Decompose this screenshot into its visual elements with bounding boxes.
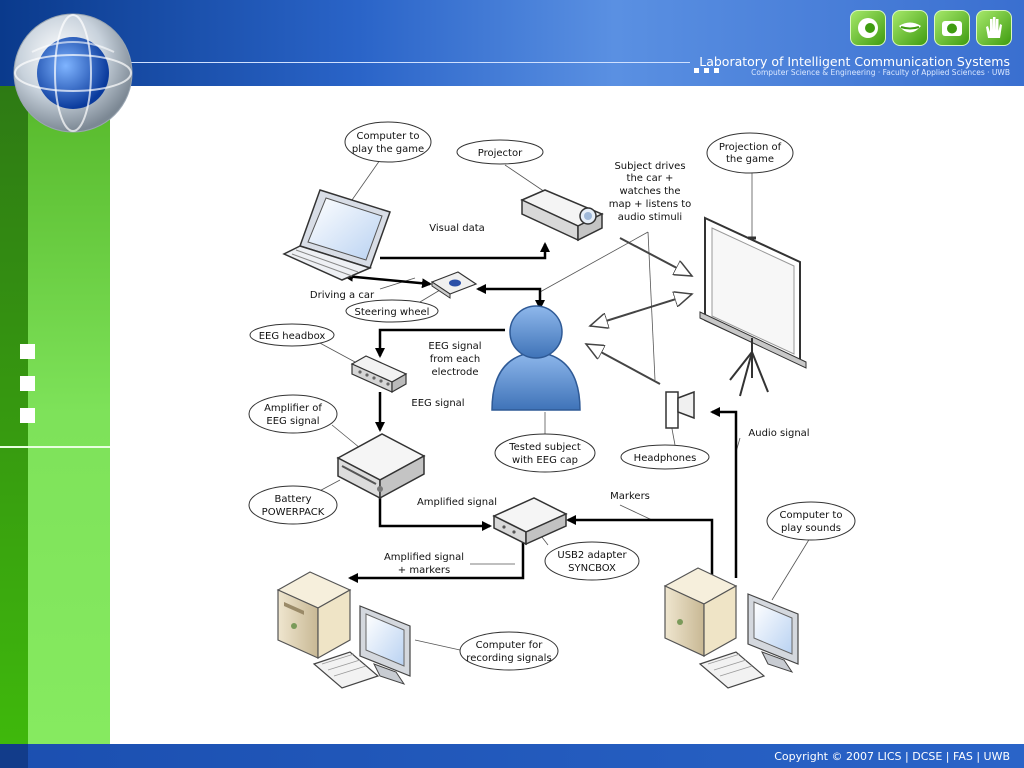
- label-computer-sounds-1: Computer to: [780, 510, 843, 521]
- label-amplifier-2: EEG signal: [266, 416, 319, 427]
- label-computer-recording-1: Computer for: [476, 640, 544, 651]
- hand-icon[interactable]: [976, 10, 1012, 46]
- label-audio-signal: Audio signal: [748, 428, 809, 439]
- sidebar-divider: [0, 446, 110, 448]
- eeg-headbox-icon: [350, 355, 408, 394]
- copyright-text: Copyright © 2007 LICS | DCSE | FAS | UWB: [774, 750, 1010, 763]
- label-subject-drives-4: map + listens to: [609, 199, 692, 210]
- label-projection-1: Projection of: [719, 142, 782, 153]
- label-markers: Markers: [610, 491, 650, 502]
- lab-title: Laboratory of Intelligent Communication …: [699, 54, 1010, 69]
- label-steering-wheel: Steering wheel: [355, 307, 430, 318]
- steering-wheel-icon: [430, 271, 478, 299]
- label-headphones: Headphones: [634, 453, 697, 464]
- label-amplifier-1: Amplifier of: [264, 403, 322, 414]
- label-amplified-signal: Amplified signal: [417, 497, 497, 508]
- sidebar: [0, 86, 110, 744]
- label-battery-1: Battery: [274, 494, 311, 505]
- label-amplified-markers-2: + markers: [398, 565, 450, 576]
- amplifier-icon: [336, 433, 426, 500]
- label-computer-sounds-2: play sounds: [781, 523, 841, 534]
- label-computer-recording-2: recording signals: [466, 653, 551, 664]
- label-battery-2: POWERPACK: [262, 507, 325, 518]
- label-subject-drives-3: watches the: [619, 186, 680, 197]
- label-bubbles: [248, 121, 856, 671]
- camera-icon[interactable]: [934, 10, 970, 46]
- person-icon: [491, 305, 581, 411]
- label-usb-adapter-1: USB2 adapter: [557, 550, 627, 561]
- globe-logo: [12, 12, 134, 134]
- label-eeg-headbox: EEG headbox: [259, 331, 326, 342]
- signal-arrows: [343, 242, 738, 583]
- label-computer-game-1: Computer to: [357, 131, 420, 142]
- projector-icon: [520, 189, 604, 242]
- label-subject-drives-5: audio stimuli: [618, 212, 682, 223]
- label-tested-subject-1: Tested subject: [508, 442, 581, 453]
- label-eeg-electrode-3: electrode: [431, 367, 478, 378]
- label-eeg-electrode-2: from each: [430, 354, 481, 365]
- perception-arrows: [586, 237, 692, 385]
- label-tested-subject-2: with EEG cap: [512, 455, 578, 466]
- label-eeg-electrode-1: EEG signal: [428, 341, 481, 352]
- header-divider: [130, 62, 690, 63]
- label-computer-game-2: play the game: [352, 144, 424, 155]
- label-visual-data: Visual data: [429, 223, 485, 234]
- header-icons: [850, 10, 1014, 50]
- mouth-icon[interactable]: [892, 10, 928, 46]
- eye-icon[interactable]: [850, 10, 886, 46]
- lab-subtitle: Computer Science & Engineering · Faculty…: [751, 68, 1010, 77]
- recording-computer-icon: [276, 571, 411, 689]
- label-projector: Projector: [478, 148, 523, 159]
- label-driving-car: Driving a car: [310, 290, 375, 301]
- label-eeg-signal: EEG signal: [411, 398, 464, 409]
- syncbox-icon: [492, 497, 568, 546]
- label-subject-drives-1: Subject drives: [614, 161, 685, 172]
- label-amplified-markers-1: Amplified signal: [384, 552, 464, 563]
- label-usb-adapter-2: SYNCBOX: [568, 563, 616, 574]
- laptop-icon: [282, 189, 391, 281]
- header-bar: Laboratory of Intelligent Communication …: [0, 0, 1024, 86]
- bullet-square: [20, 408, 35, 423]
- header-dots: [694, 58, 728, 73]
- bullet-square: [20, 376, 35, 391]
- headphones-icon: [665, 390, 695, 429]
- label-subject-drives-2: the car +: [627, 173, 674, 184]
- label-projection-2: the game: [726, 154, 774, 165]
- sound-computer-icon: [663, 567, 799, 689]
- footer-bar: Copyright © 2007 LICS | DCSE | FAS | UWB: [0, 744, 1024, 768]
- bullet-square: [20, 344, 35, 359]
- projection-screen-icon: [699, 216, 807, 397]
